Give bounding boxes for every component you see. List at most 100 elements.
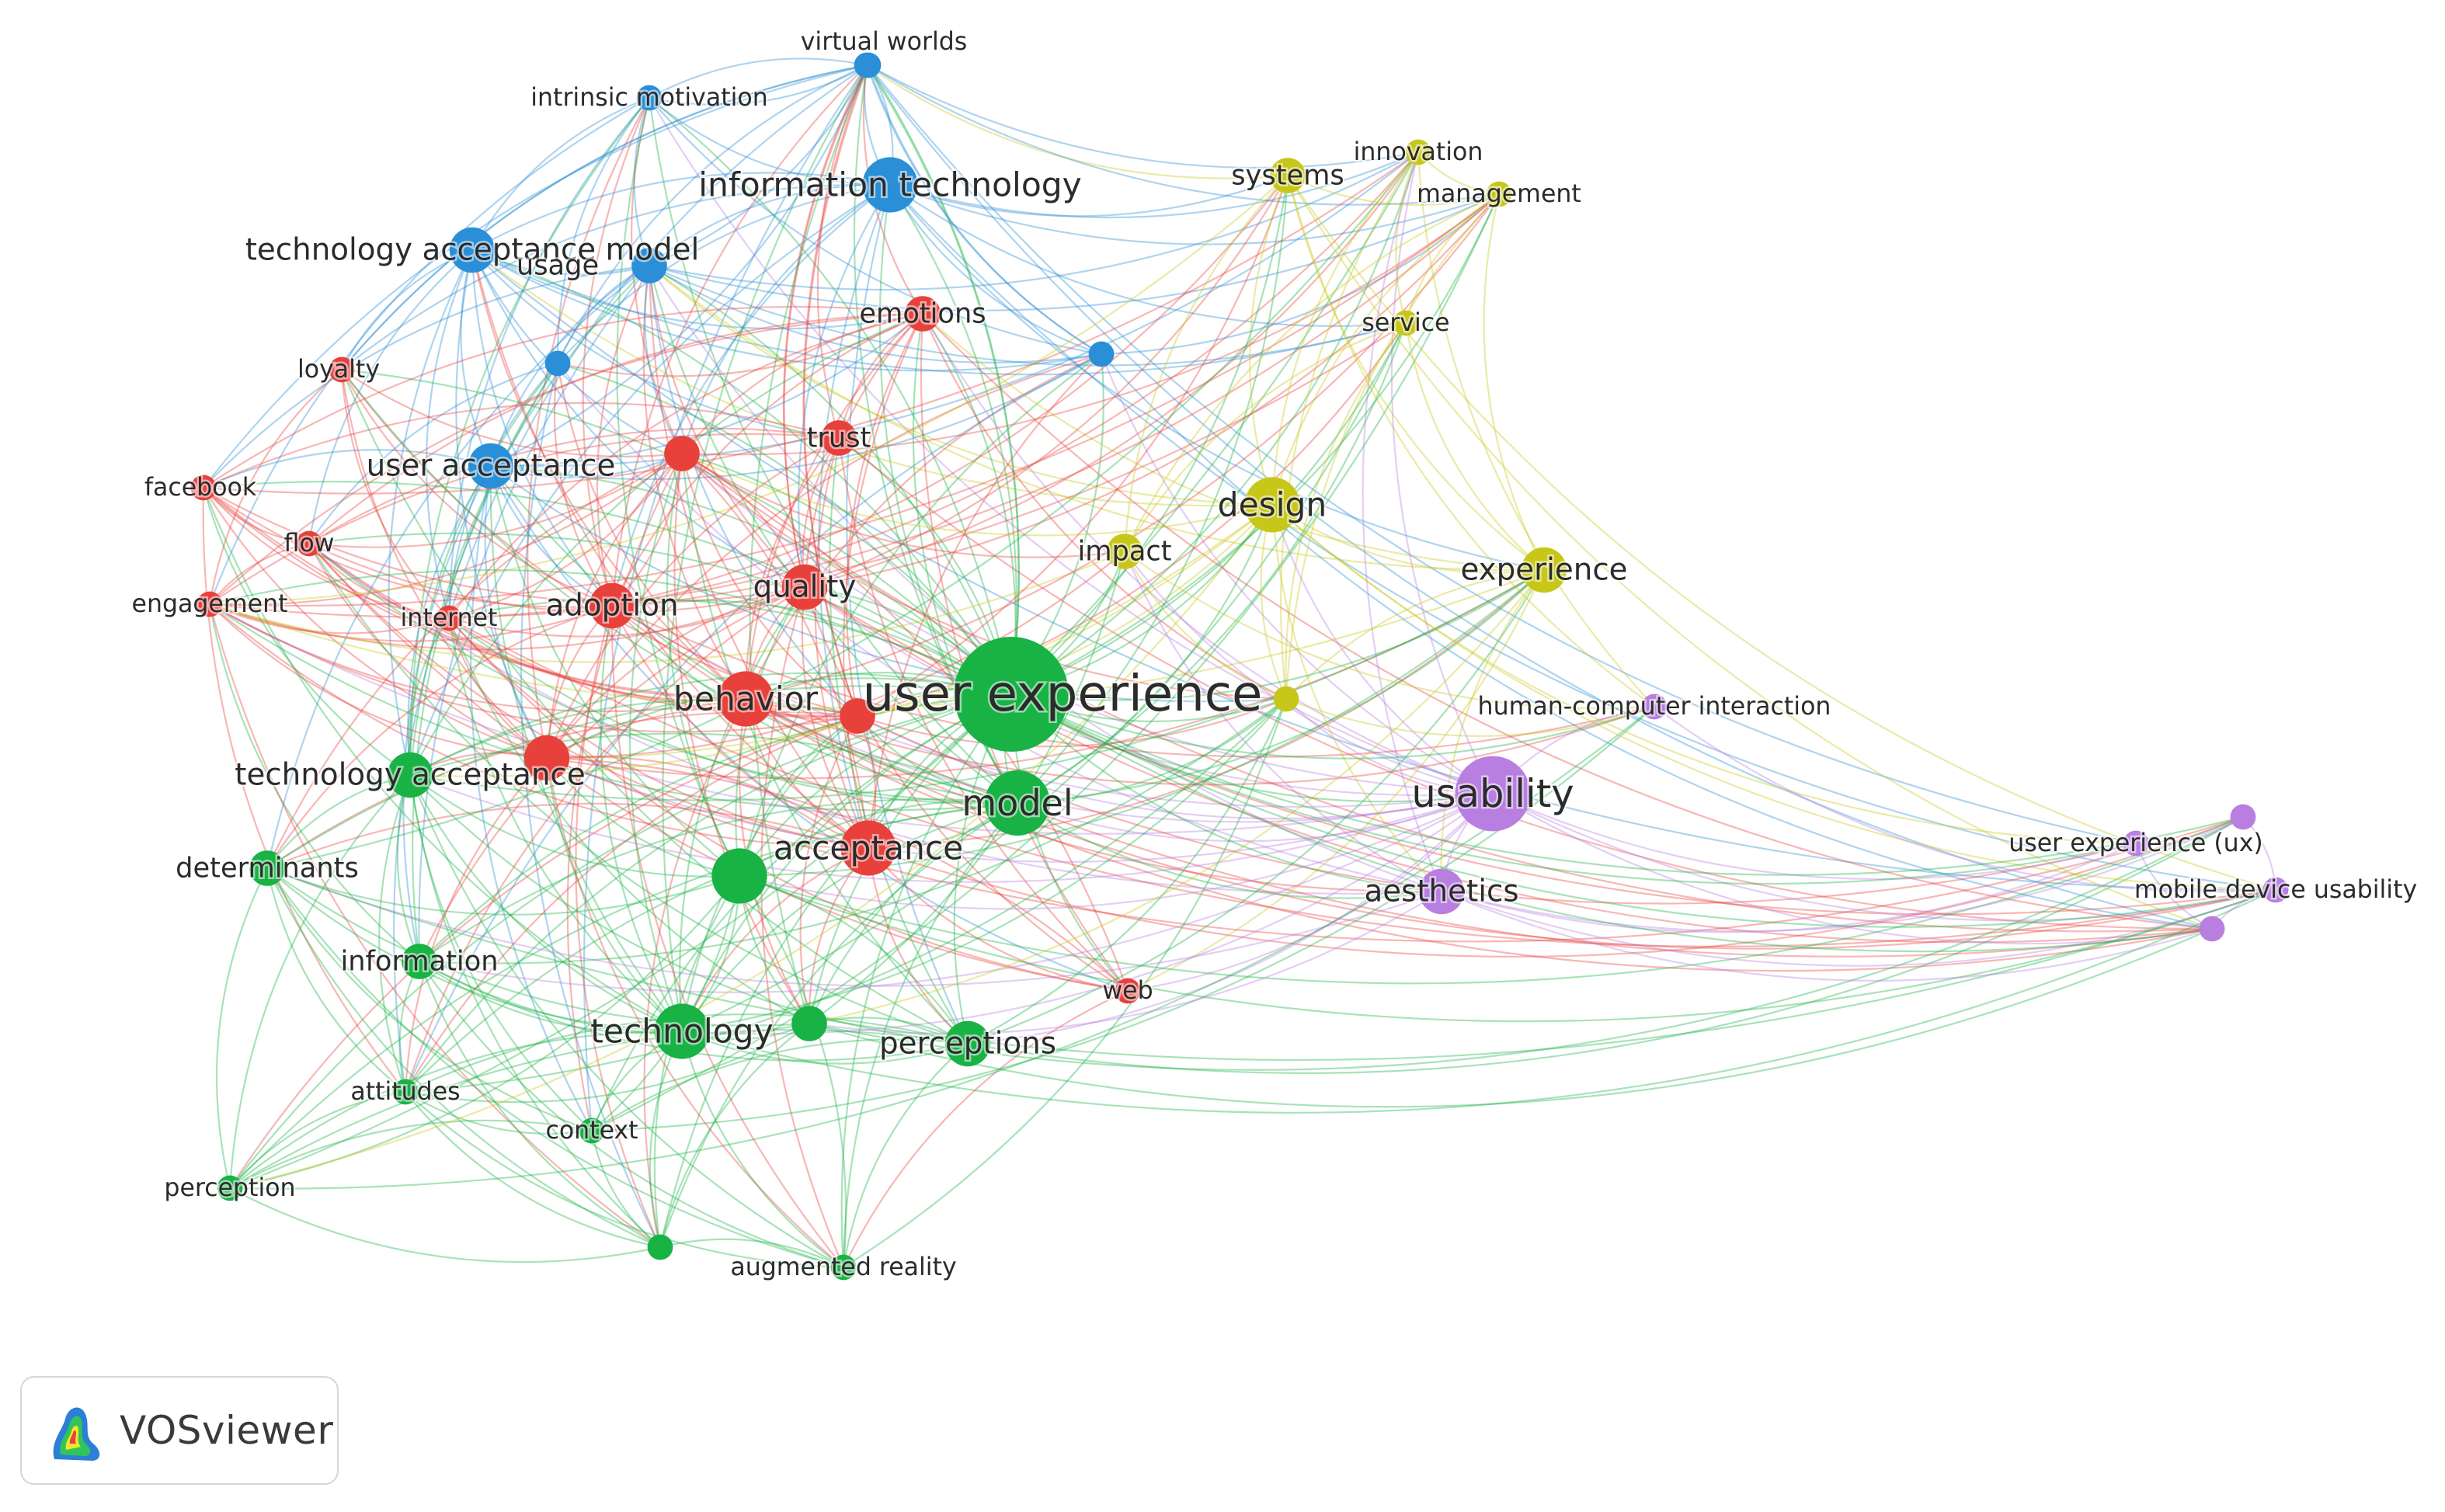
co-occurrence-link	[266, 685, 1012, 869]
co-occurrence-link	[649, 151, 1419, 291]
co-occurrence-link	[1127, 793, 1494, 992]
keyword-label: technology acceptance	[235, 758, 585, 793]
keyword-node[interactable]	[579, 1117, 605, 1144]
co-occurrence-link	[659, 802, 1018, 1248]
co-occurrence-link	[739, 874, 969, 1044]
co-occurrence-link	[418, 961, 661, 1248]
co-occurrence-link	[448, 586, 805, 638]
keyword-node[interactable]	[1486, 181, 1512, 207]
co-occurrence-link	[202, 487, 411, 776]
keyword-node[interactable]	[1107, 534, 1143, 569]
keyword-node[interactable]	[2199, 916, 2225, 942]
keyword-node[interactable]	[944, 1020, 991, 1067]
co-occurrence-link	[681, 452, 1012, 695]
keyword-node[interactable]	[249, 850, 285, 886]
keyword-node[interactable]	[468, 443, 514, 489]
keyword-label: intrinsic motivation	[530, 84, 767, 112]
keyword-node[interactable]	[1115, 978, 1141, 1004]
keyword-node[interactable]	[2262, 877, 2289, 903]
co-occurrence-link	[644, 265, 683, 454]
keyword-node[interactable]	[840, 820, 896, 876]
co-occurrence-link	[649, 57, 868, 99]
keyword-node[interactable]	[523, 735, 570, 781]
keyword-node[interactable]	[711, 848, 767, 904]
keyword-node[interactable]	[449, 227, 496, 273]
keyword-node[interactable]	[985, 770, 1050, 836]
keyword-node[interactable]	[1521, 547, 1567, 593]
keyword-node[interactable]	[296, 530, 322, 557]
keyword-node[interactable]	[402, 944, 437, 979]
keyword-node[interactable]	[217, 1175, 243, 1201]
co-occurrence-link	[471, 249, 613, 607]
keyword-node[interactable]	[2230, 804, 2256, 830]
co-occurrence-link	[471, 249, 746, 700]
keyword-label: perceptions	[879, 1027, 1056, 1062]
keyword-node[interactable]	[1273, 686, 1299, 712]
co-occurrence-link	[229, 875, 740, 1190]
keyword-node[interactable]	[1270, 158, 1306, 193]
co-occurrence-link	[922, 313, 1545, 572]
co-occurrence-link	[556, 97, 650, 364]
co-occurrence-link	[801, 586, 869, 849]
co-occurrence-link	[649, 265, 1273, 506]
keyword-node[interactable]	[718, 671, 774, 727]
co-occurrence-link	[229, 693, 1012, 1189]
co-occurrence-link	[611, 175, 1289, 607]
keyword-node[interactable]	[664, 436, 700, 471]
keyword-label: management	[1417, 180, 1581, 208]
co-occurrence-link	[611, 312, 923, 607]
co-occurrence-link	[868, 64, 1500, 206]
co-occurrence-link	[209, 603, 548, 759]
co-occurrence-link	[1017, 504, 1274, 804]
co-occurrence-link	[809, 891, 1442, 1034]
keyword-node[interactable]	[654, 1003, 710, 1059]
keyword-node[interactable]	[1641, 693, 1668, 720]
co-occurrence-link	[229, 1187, 661, 1263]
co-occurrence-link	[649, 1031, 683, 1248]
keyword-node[interactable]	[862, 157, 918, 213]
keyword-node[interactable]	[631, 248, 667, 283]
co-occurrence-link	[489, 465, 613, 607]
keyword-node[interactable]	[436, 605, 462, 631]
co-occurrence-link	[681, 453, 1287, 700]
keyword-node[interactable]	[830, 1254, 857, 1281]
keyword-node[interactable]	[840, 698, 875, 734]
keyword-node[interactable]	[1418, 868, 1465, 915]
keyword-node[interactable]	[197, 591, 223, 617]
co-occurrence-link	[889, 151, 1419, 219]
keyword-node[interactable]	[636, 85, 663, 111]
co-occurrence-link	[484, 465, 548, 759]
keyword-node[interactable]	[1244, 477, 1300, 533]
co-occurrence-link	[203, 487, 613, 608]
keyword-node[interactable]	[1393, 310, 1419, 336]
keyword-node[interactable]	[544, 350, 571, 377]
co-occurrence-link	[1492, 793, 2213, 945]
co-occurrence-link	[681, 801, 1018, 1032]
co-occurrence-link	[566, 453, 683, 1131]
keyword-node[interactable]	[647, 1234, 673, 1260]
co-occurrence-link	[1010, 693, 1494, 803]
keyword-node[interactable]	[387, 752, 433, 798]
keyword-node[interactable]	[905, 296, 941, 332]
keyword-node[interactable]	[781, 564, 828, 610]
keyword-node[interactable]	[821, 420, 857, 456]
keyword-node[interactable]	[954, 637, 1069, 752]
keyword-node[interactable]	[791, 1006, 827, 1041]
co-occurrence-link	[405, 693, 1012, 1093]
keyword-node[interactable]	[589, 582, 635, 629]
co-occurrence-link	[489, 465, 740, 877]
co-occurrence-link	[840, 693, 1012, 1268]
keyword-node[interactable]	[1455, 756, 1531, 832]
co-occurrence-link	[447, 617, 810, 1024]
keyword-node[interactable]	[1405, 139, 1431, 165]
keyword-label: usability	[1411, 771, 1574, 816]
co-occurrence-link	[591, 193, 1501, 1131]
keyword-node[interactable]	[1088, 341, 1115, 367]
keyword-node[interactable]	[190, 474, 217, 501]
keyword-node[interactable]	[329, 356, 355, 383]
co-occurrence-link	[643, 698, 746, 1248]
keyword-node[interactable]	[2123, 830, 2149, 857]
keyword-label: facebook	[144, 474, 257, 502]
keyword-node[interactable]	[855, 52, 882, 78]
keyword-node[interactable]	[392, 1079, 419, 1105]
